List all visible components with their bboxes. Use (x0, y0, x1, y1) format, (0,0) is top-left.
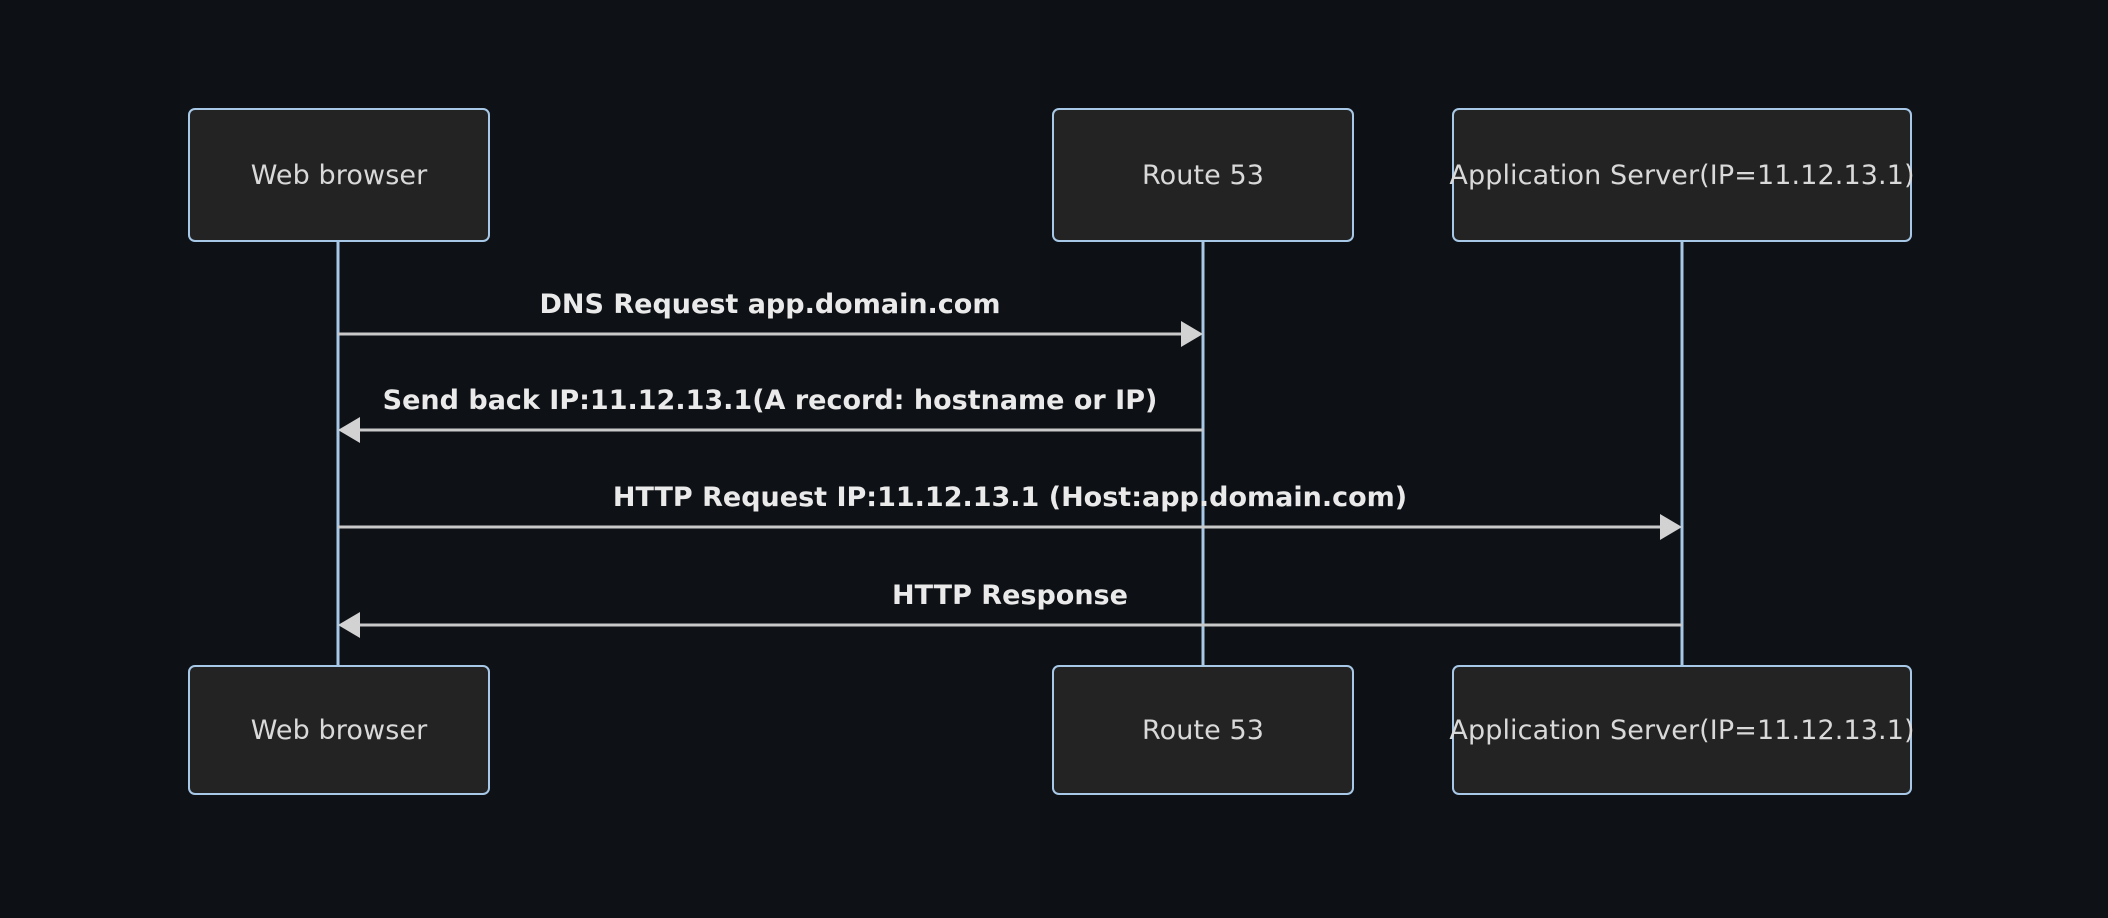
participant-box-route-53-bottom[interactable]: Route 53 (1052, 665, 1354, 795)
arrow-head-right-1 (1181, 321, 1203, 347)
arrow-head-left-4 (338, 612, 360, 638)
participant-label: Application Server(IP=11.12.13.1) (1449, 714, 1915, 746)
arrow-head-left-2 (338, 417, 360, 443)
message-label-send-back-ip: Send back IP:11.12.13.1(A record: hostna… (382, 385, 1158, 416)
participant-box-application-server-top[interactable]: Application Server(IP=11.12.13.1) (1449, 108, 1915, 242)
lifelines-group (336, 242, 1684, 665)
message-label-http-response: HTTP Response (892, 580, 1128, 611)
participant-box-application-server-bottom[interactable]: Application Server(IP=11.12.13.1) (1449, 665, 1915, 795)
participant-label: Web browser (250, 714, 428, 746)
messages-group (338, 321, 1682, 638)
participant-label: Application Server(IP=11.12.13.1) (1449, 159, 1915, 191)
participant-box-route-53-top[interactable]: Route 53 (1052, 108, 1354, 242)
participant-label: Route 53 (1141, 159, 1265, 191)
participant-label: Web browser (250, 159, 428, 191)
arrow-head-right-3 (1660, 514, 1682, 540)
participant-box-web-browser-top[interactable]: Web browser (188, 108, 490, 242)
message-label-dns-request: DNS Request app.domain.com (539, 289, 1001, 320)
message-label-http-request: HTTP Request IP:11.12.13.1 (Host:app.dom… (612, 482, 1408, 513)
participant-label: Route 53 (1141, 714, 1265, 746)
participant-box-web-browser-bottom[interactable]: Web browser (188, 665, 490, 795)
